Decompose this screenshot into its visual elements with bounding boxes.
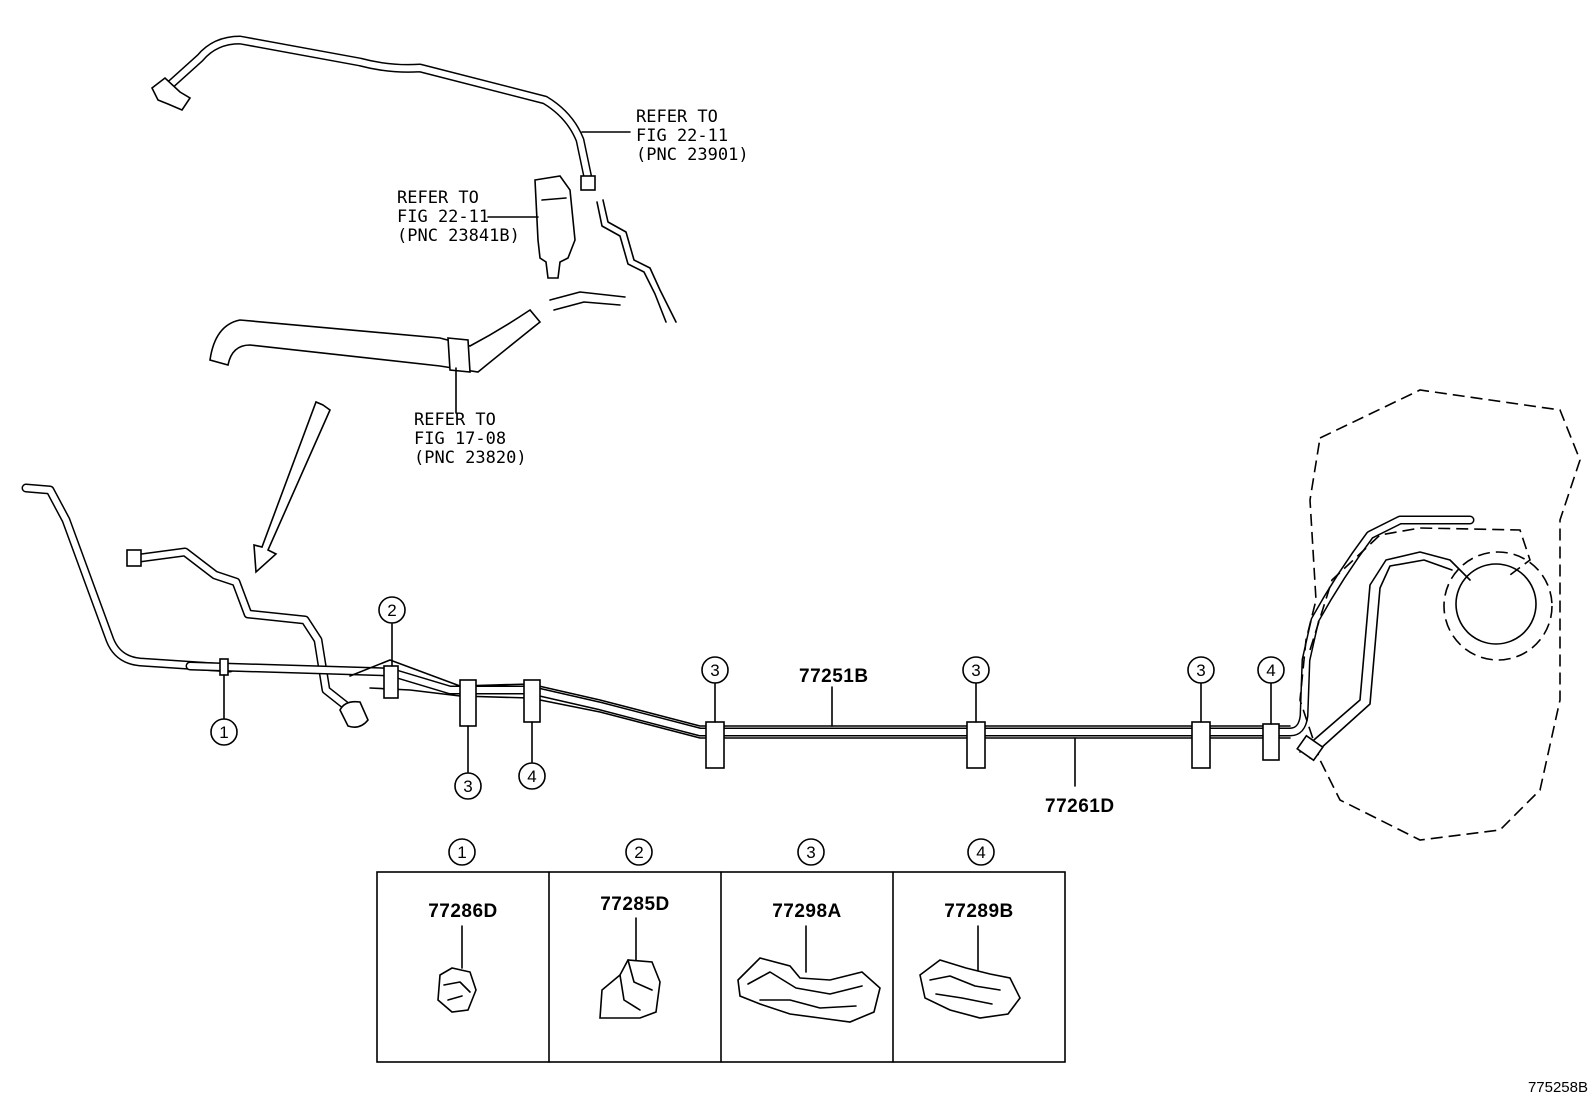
svg-text:REFER TO: REFER TO	[414, 410, 496, 430]
svg-text:3: 3	[710, 661, 719, 680]
svg-text:FIG 22-11: FIG 22-11	[636, 126, 728, 146]
svg-text:FIG 17-08: FIG 17-08	[414, 429, 506, 449]
legend-part-label-4: 77289B	[944, 901, 1014, 922]
svg-text:(PNC 23901): (PNC 23901)	[636, 145, 749, 165]
svg-text:(PNC 23820): (PNC 23820)	[414, 448, 527, 468]
svg-text:(PNC 23841B): (PNC 23841B)	[397, 226, 520, 246]
figure-id: 775258B	[1528, 1079, 1588, 1096]
clamp-3a	[459, 679, 477, 727]
legend-marker-4: 4	[967, 838, 995, 866]
svg-text:REFER TO: REFER TO	[397, 188, 479, 208]
legend-marker-1: 1	[448, 838, 476, 866]
clip-part-illustration-2	[599, 917, 661, 1019]
reference-label-pnc-23820: REFER TO FIG 17-08 (PNC 23820)	[414, 410, 527, 468]
main-fuel-tubes	[185, 515, 1475, 759]
callout-marker-3: 3	[701, 656, 729, 684]
callout-marker-3: 3	[962, 656, 990, 684]
legend-part-label-2: 77285D	[600, 894, 670, 915]
reference-label-pnc-23901: REFER TO FIG 22-11 (PNC 23901)	[636, 107, 749, 165]
callout-marker-4: 4	[1257, 656, 1285, 684]
legend-marker-2: 2	[625, 838, 653, 866]
callout-marker-3: 3	[454, 772, 482, 800]
clamp-3c	[966, 721, 986, 769]
vsv-valve	[534, 175, 576, 279]
svg-text:4: 4	[1266, 661, 1275, 680]
clip-part-illustration-1	[437, 925, 477, 1013]
svg-text:3: 3	[463, 777, 472, 796]
evap-hose-top	[150, 35, 677, 323]
part-label-lower-tube: 77261D	[1045, 796, 1115, 817]
svg-text:4: 4	[527, 767, 536, 786]
svg-text:3: 3	[971, 661, 980, 680]
svg-text:3: 3	[806, 843, 815, 862]
clip-part-illustration-4	[919, 925, 1021, 1019]
callout-leaders	[223, 623, 1272, 787]
svg-text:1: 1	[457, 843, 466, 862]
breather-line	[126, 547, 369, 728]
svg-text:2: 2	[387, 601, 396, 620]
callout-marker-1: 1	[210, 718, 238, 746]
clamp-3d	[1191, 721, 1211, 769]
svg-text:3: 3	[1196, 661, 1205, 680]
clip-part-illustration-3	[737, 925, 881, 1023]
direction-arrow	[253, 400, 331, 574]
svg-text:REFER TO: REFER TO	[636, 107, 718, 127]
clamp-3b	[705, 721, 725, 769]
callout-marker-4: 4	[518, 762, 546, 790]
clamp-2	[383, 665, 399, 699]
reference-label-pnc-23841b: REFER TO FIG 22-11 (PNC 23841B)	[397, 188, 520, 246]
clamp-1	[219, 658, 229, 676]
clamp-4b	[1262, 723, 1280, 761]
legend-marker-3: 3	[797, 838, 825, 866]
legend-part-label-1: 77286D	[428, 901, 498, 922]
svg-text:1: 1	[219, 723, 228, 742]
legend-part-label-3: 77298A	[772, 901, 842, 922]
filler-hose	[209, 291, 626, 373]
svg-text:2: 2	[634, 843, 643, 862]
callout-marker-2: 2	[378, 596, 406, 624]
callout-marker-3: 3	[1187, 656, 1215, 684]
clamp-4a	[523, 679, 541, 723]
left-filler-pipe	[21, 483, 235, 673]
fuel-tank-outline	[1296, 389, 1581, 841]
svg-text:4: 4	[976, 843, 985, 862]
part-label-upper-tube: 77251B	[799, 666, 869, 687]
svg-text:FIG 22-11: FIG 22-11	[397, 207, 489, 227]
